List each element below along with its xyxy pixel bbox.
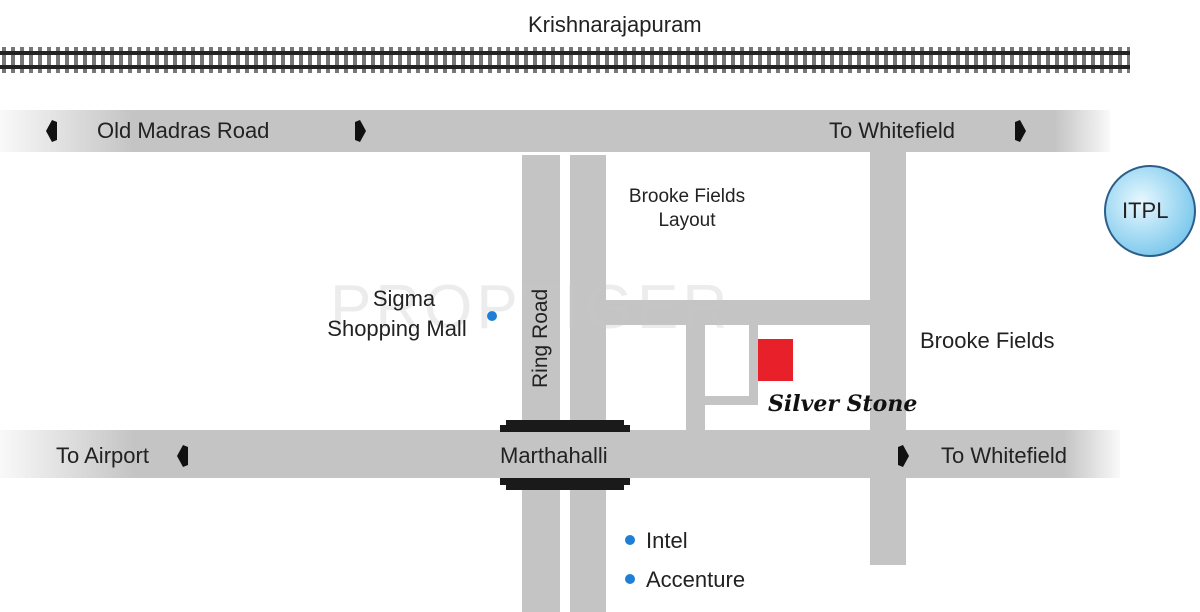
intel-label: Intel <box>646 528 688 553</box>
inner-road-2 <box>749 325 758 405</box>
arrow-left-icon <box>177 445 188 467</box>
brooke-fields-road <box>606 300 870 325</box>
ring-road-label: Ring Road <box>529 288 552 388</box>
label-line: Shopping Mall <box>327 316 467 341</box>
arrow-right-icon <box>355 120 366 142</box>
arrow-left-icon <box>46 120 57 142</box>
label-line: Layout <box>658 210 716 231</box>
label-line: Sigma <box>372 286 436 311</box>
ring-road-right <box>570 155 606 612</box>
silver-stone-marker[interactable] <box>758 339 793 381</box>
old-madras-road <box>0 110 1110 152</box>
itpl-label: ITPL <box>1122 198 1169 223</box>
arrow-right-icon <box>1015 120 1026 142</box>
accenture-label: Accenture <box>646 567 746 592</box>
label-line: Brooke Fields <box>628 186 746 207</box>
ring-road-left <box>522 155 560 612</box>
itpl-circle[interactable] <box>1104 165 1196 257</box>
to-whitefield-top-label: To Whitefield <box>829 118 955 143</box>
krishnarajapuram-label: Krishnarajapuram <box>528 12 702 37</box>
silver-stone-label: Silver Stone <box>768 391 918 417</box>
to-airport-label: To Airport <box>56 443 149 468</box>
old-madras-road-label: Old Madras Road <box>97 118 270 143</box>
to-whitefield-bottom-label: To Whitefield <box>941 443 1067 468</box>
accenture-dot <box>625 574 635 584</box>
inner-road <box>686 325 705 430</box>
arrow-right-icon <box>898 445 909 467</box>
railway-track <box>0 47 1130 73</box>
inner-road-3 <box>705 396 758 405</box>
marthahalli-label: Marthahalli <box>500 443 608 468</box>
sigma-dot <box>487 311 497 321</box>
watermark: PROPTIGER <box>330 273 732 342</box>
whitefield-link-road <box>870 152 906 565</box>
flyover-bridge <box>500 420 630 490</box>
intel-dot <box>625 535 635 545</box>
brooke-fields-label: Brooke Fields <box>920 328 1055 353</box>
